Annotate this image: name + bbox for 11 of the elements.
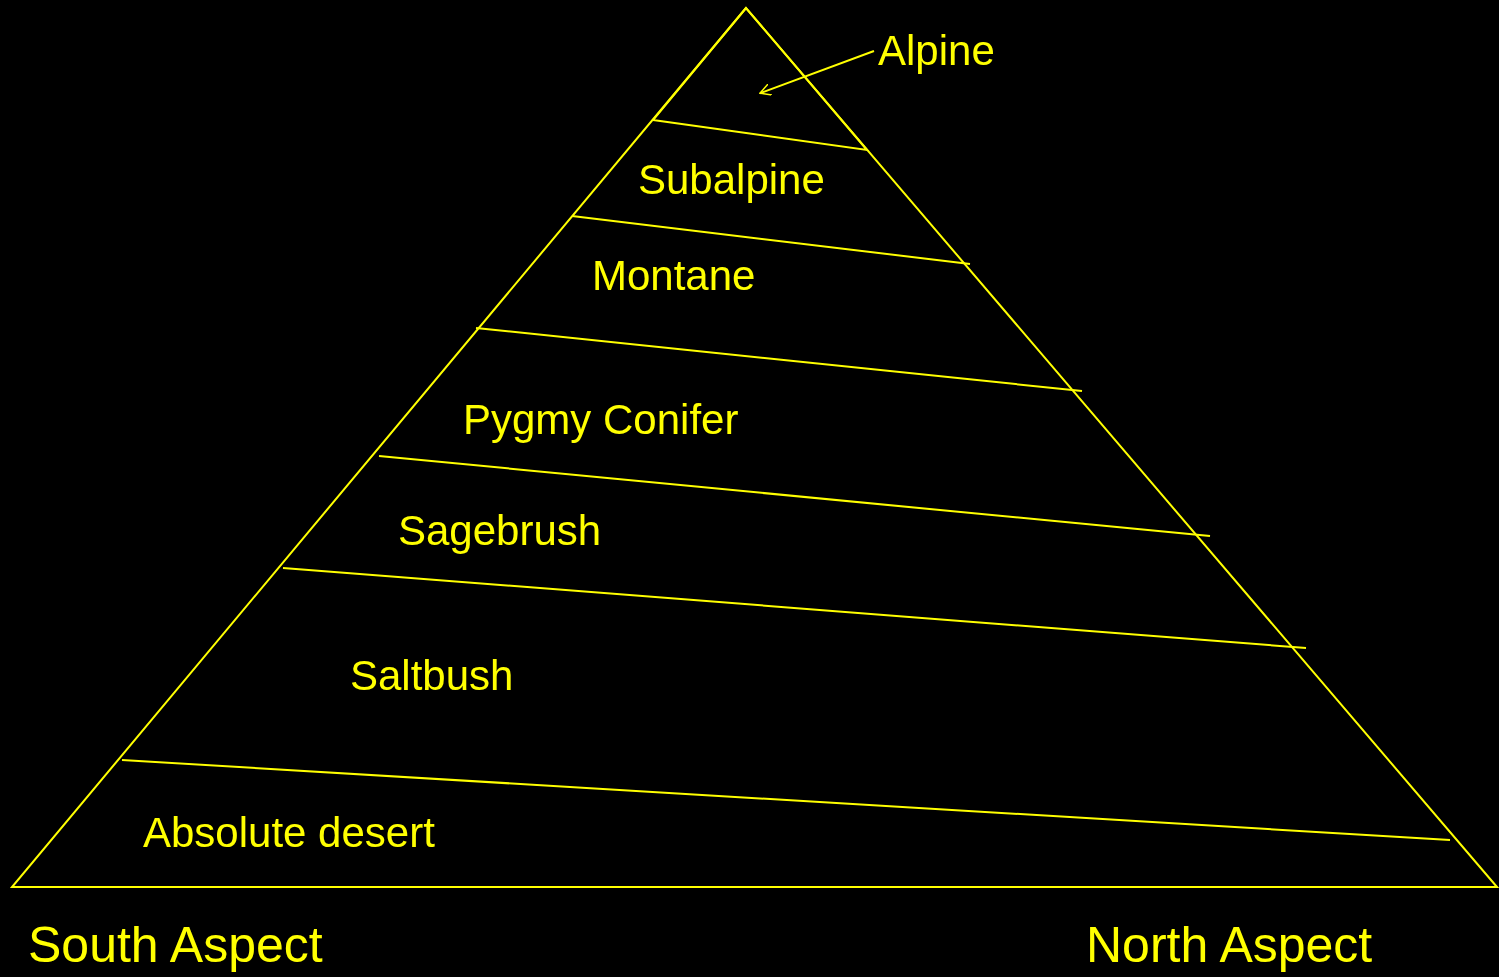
zone-label: Sagebrush — [398, 510, 602, 552]
aspect-label: North Aspect — [1086, 920, 1373, 970]
zone-label: Pygmy Conifer — [463, 399, 739, 441]
zone-label: Absolute desert — [143, 812, 435, 854]
zone-label: Saltbush — [350, 655, 514, 697]
zone-label: Subalpine — [638, 159, 825, 201]
leader-arrow — [759, 50, 875, 96]
aspect-label: South Aspect — [28, 920, 323, 970]
alpine-zone — [651, 6, 870, 152]
zone-label: Alpine — [878, 30, 995, 72]
zone-label: Montane — [592, 255, 756, 297]
